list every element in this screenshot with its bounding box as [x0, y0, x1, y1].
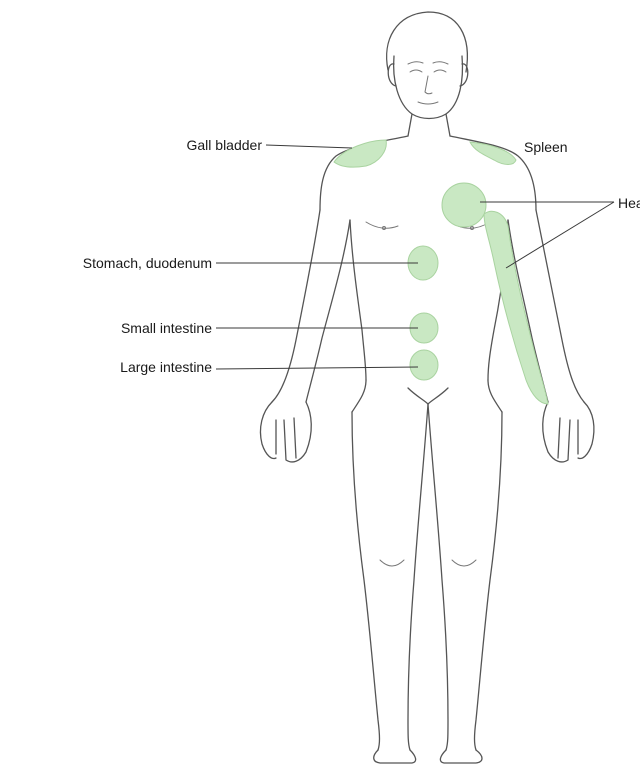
groin — [408, 388, 448, 404]
large-intestine-area — [410, 350, 438, 380]
right-foot — [440, 750, 482, 763]
torso-left-side — [350, 220, 366, 380]
heart-label: Heart — [618, 195, 640, 211]
hips — [352, 380, 502, 412]
left-leg-outer — [352, 412, 380, 750]
right-hand — [543, 402, 594, 462]
right-arm-outer — [536, 210, 584, 402]
neck-right — [446, 114, 450, 136]
right-knee — [452, 560, 476, 566]
right-eye — [434, 70, 446, 72]
large-intestine-label: Large intestine — [120, 359, 212, 375]
left-brow — [408, 62, 423, 64]
stomach-duodenum-label: Stomach, duodenum — [83, 255, 212, 271]
left-leg-inner — [408, 404, 428, 750]
heart-leader-2 — [506, 202, 614, 268]
right-brow — [433, 62, 448, 64]
hair — [387, 12, 468, 72]
left-knee — [380, 560, 404, 566]
large-intestine-leader — [216, 367, 418, 369]
chest-line-left — [366, 222, 398, 228]
left-eye — [410, 70, 422, 72]
gall-bladder-area — [334, 140, 386, 167]
left-foot — [374, 750, 416, 763]
neck-left — [408, 114, 412, 136]
labels: Gall bladder Spleen Heart Stomach, duode… — [83, 137, 640, 375]
spleen-label: Spleen — [524, 139, 568, 155]
gall-bladder-label: Gall bladder — [187, 137, 263, 153]
mouth — [418, 102, 438, 104]
left-hand — [260, 402, 311, 462]
head — [394, 56, 463, 119]
referred-pain-areas — [334, 140, 548, 404]
right-leg-inner — [428, 404, 448, 750]
heart-arm-area — [484, 211, 548, 404]
small-intestine-label: Small intestine — [121, 320, 212, 336]
nose — [425, 76, 432, 94]
right-leg-outer — [475, 412, 503, 750]
gall-bladder-leader — [266, 145, 352, 148]
heart-area — [442, 183, 486, 227]
left-arm-inner — [306, 220, 350, 402]
